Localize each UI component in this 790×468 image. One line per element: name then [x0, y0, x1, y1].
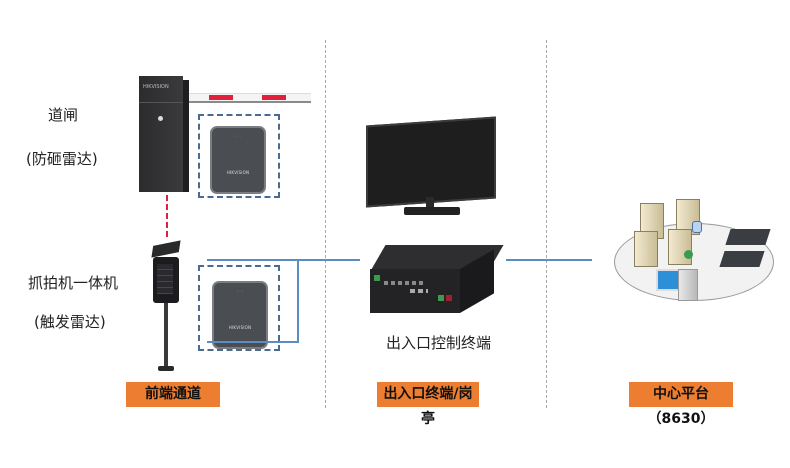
storage-icon [725, 229, 771, 245]
barrier-radar-label: (防砸雷达) [26, 150, 98, 168]
anti-smash-radar: ◦ ◦ HIKVISION [210, 126, 266, 194]
barrier-label: 道闸 [48, 106, 79, 124]
control-terminal-label: 出入口控制终端 [386, 334, 492, 352]
trigger-radar-label: (触发雷达) [34, 313, 106, 331]
barrier-arm [189, 93, 311, 103]
trigger-radar-box [198, 265, 280, 351]
monitor [366, 116, 496, 221]
central-platform [610, 195, 780, 305]
database-icon [692, 221, 702, 233]
gate-camera-link [166, 195, 168, 237]
front-link-vertical [297, 259, 299, 343]
storage-icon [719, 251, 765, 267]
zone-divider-1 [325, 40, 326, 408]
radar-link [207, 341, 299, 343]
camera-label: 抓拍机一体机 [28, 274, 119, 292]
control-terminal-device [370, 245, 504, 317]
terminal-center-link [506, 259, 592, 261]
zone-tag-center: 中心平台（8630） [629, 382, 733, 427]
barrier-gate: HIKVISION [139, 76, 189, 192]
globe-icon [684, 250, 693, 259]
barrier-brand: HIKVISION [143, 84, 169, 90]
zone-tag-front: 前端通道 [126, 382, 220, 407]
trigger-radar: ◦ ◦ HIKVISION [212, 281, 268, 349]
front-terminal-link [207, 259, 360, 261]
zone-tag-terminal: 出入口终端/岗亭 [377, 382, 479, 427]
anti-smash-radar-box [198, 114, 280, 198]
server-icon [668, 229, 692, 265]
zone-divider-2 [546, 40, 547, 408]
server-icon [634, 231, 658, 267]
capture-camera [150, 240, 190, 378]
